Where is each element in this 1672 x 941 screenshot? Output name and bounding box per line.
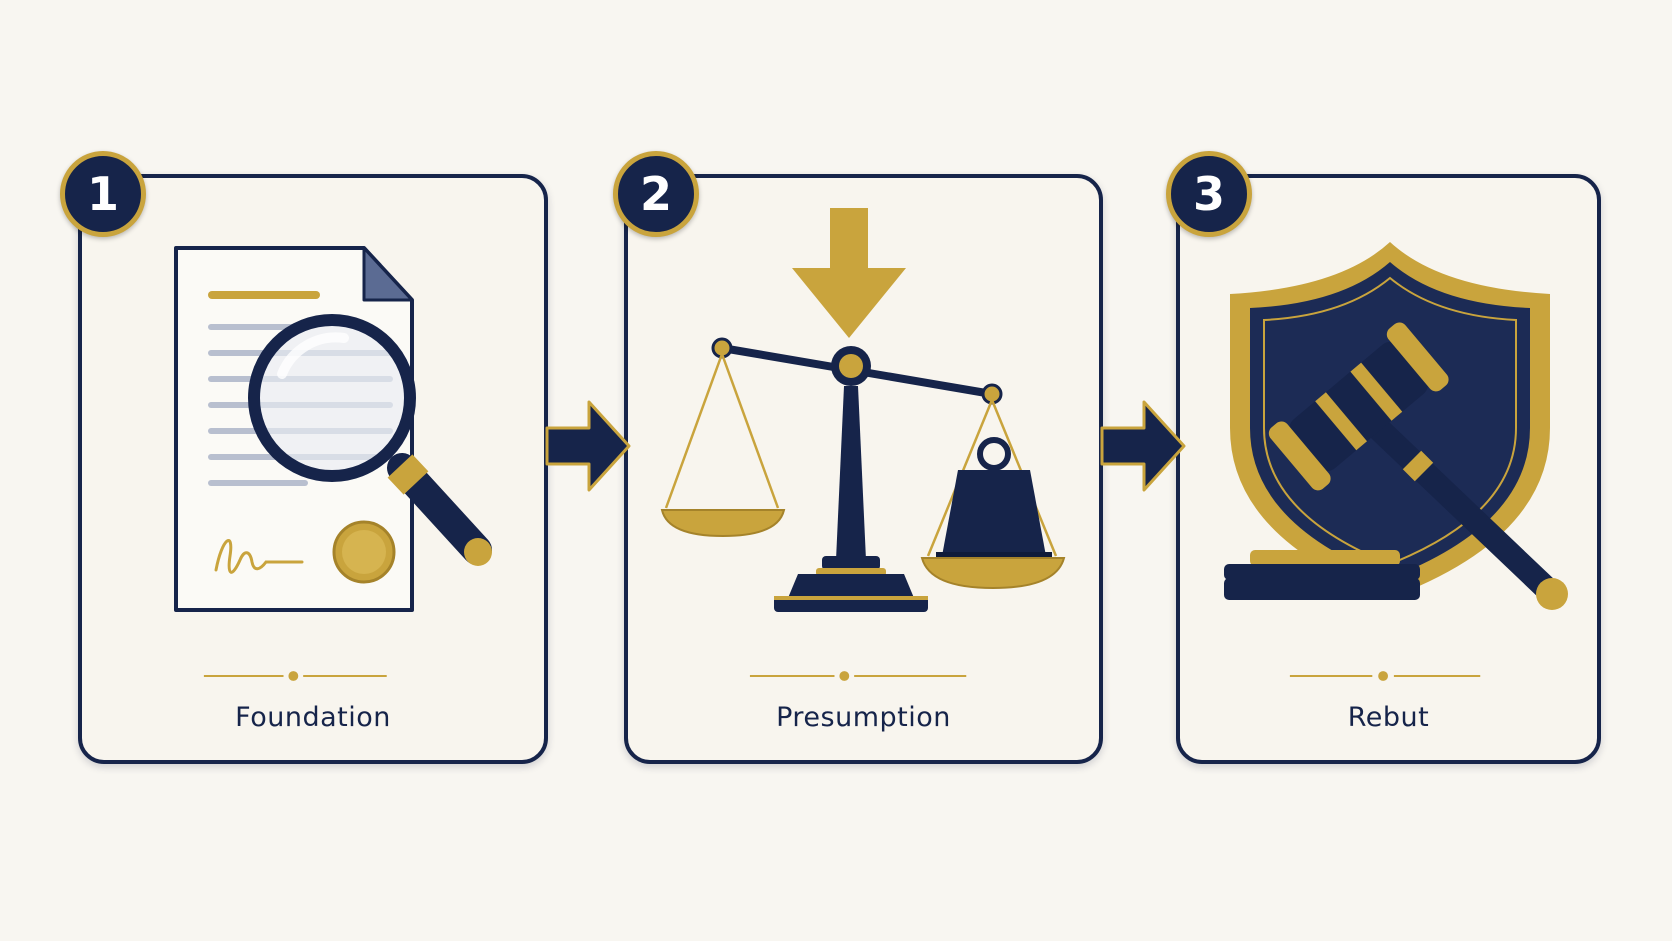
step-card-presumption: Presumption: [624, 174, 1103, 764]
step-number-badge: 1: [60, 151, 146, 237]
shield-gavel-icon: [1224, 242, 1568, 610]
step-label: Presumption: [776, 702, 951, 733]
divider: [749, 671, 967, 681]
arrow-right-icon: [1100, 400, 1186, 492]
scales-weight-icon: [660, 208, 1066, 612]
step-card-foundation: Foundation: [78, 174, 548, 764]
step-number-badge: 2: [613, 151, 699, 237]
divider: [1289, 671, 1481, 681]
document-magnifier-icon: [174, 246, 492, 612]
step-label: Rebut: [1347, 702, 1430, 733]
divider: [203, 671, 387, 681]
step-number-badge: 3: [1166, 151, 1252, 237]
step-label: Foundation: [235, 702, 391, 733]
step-card-rebut: Rebut: [1176, 174, 1601, 764]
arrow-right-icon: [545, 400, 631, 492]
